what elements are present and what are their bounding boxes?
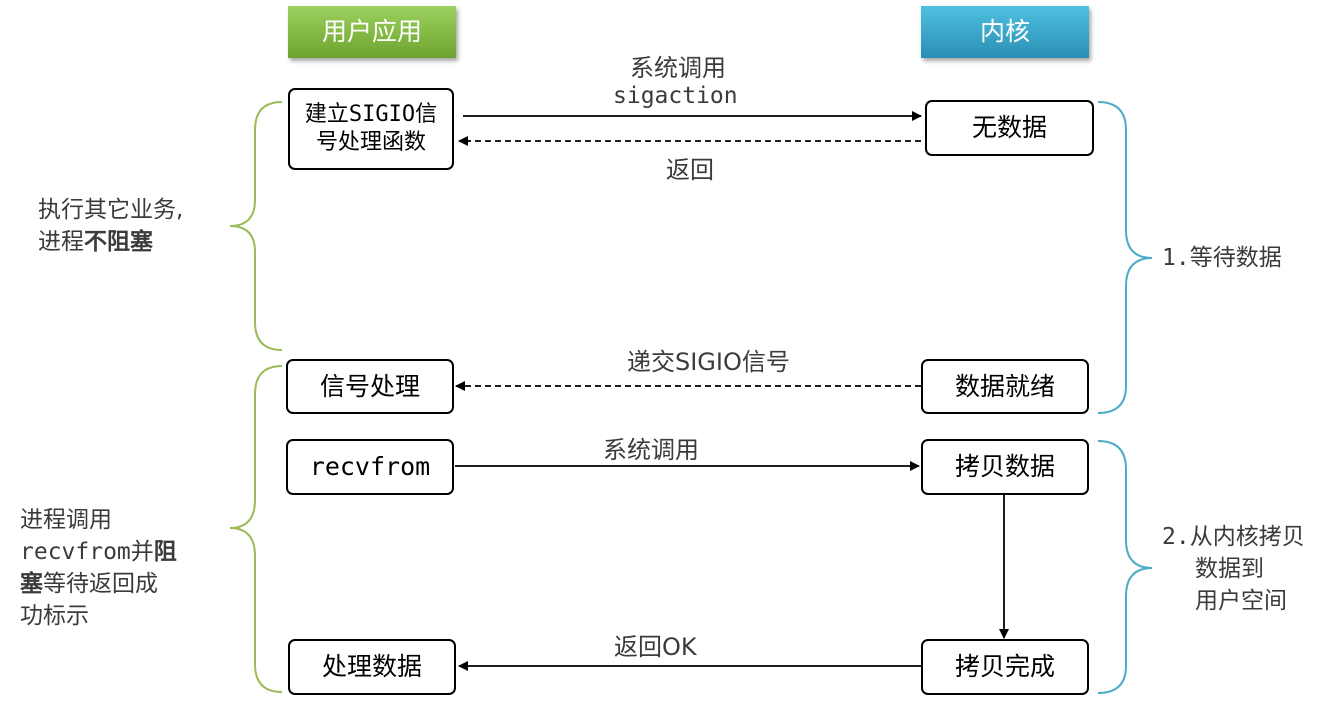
phase2-line3: 用户空间 [1195, 588, 1287, 614]
blocking-note: 进程调用 recvfrom并阻 塞等待返回成 功标示 [20, 504, 177, 632]
data-ready-box: 数据就绪 [921, 359, 1089, 414]
copy-data-box: 拷贝数据 [921, 439, 1089, 495]
nonblocking-note-line1: 执行其它业务, [38, 197, 184, 223]
blocking-wait: 等待返回成 [43, 571, 158, 597]
process-data-label: 处理数据 [321, 652, 422, 681]
nonblocking-note: 执行其它业务, 进程不阻塞 [38, 194, 183, 258]
syscall-label-1: 系统调用 [630, 54, 726, 82]
recvfrom-label: recvfrom [309, 452, 431, 481]
nonblocking-bold: 不阻塞 [84, 229, 153, 255]
blocking-note-line2: recvfrom并阻 [20, 536, 177, 568]
process-data-box: 处理数据 [288, 639, 456, 695]
signal-handling-box: 信号处理 [286, 359, 454, 414]
phase1-note: 1.等待数据 [1162, 242, 1282, 274]
nonblocking-plain: 进程 [38, 229, 84, 255]
phase2-note: 2.从内核拷贝 数据到 用户空间 [1162, 521, 1305, 617]
blocking-note-line1: 进程调用 [20, 507, 112, 533]
nonblocking-note-line2: 进程不阻塞 [38, 226, 183, 258]
sigaction-label: sigaction [613, 83, 738, 109]
setup-sigio-handler-box: 建立SIGIO信号处理函数 [288, 88, 454, 170]
phase2-line2: 数据到 [1195, 556, 1264, 582]
nonblocking-brace [229, 101, 283, 351]
phase2-text-1: 从内核拷贝 [1189, 524, 1305, 550]
phase2-brace [1097, 440, 1153, 694]
user-app-header: 用户应用 [288, 6, 456, 58]
no-data-box: 无数据 [925, 100, 1094, 156]
recvfrom-box: recvfrom [286, 439, 454, 495]
blocking-note-line4: 功标示 [20, 603, 89, 629]
no-data-label: 无数据 [971, 113, 1047, 142]
return-label: 返回 [666, 156, 714, 184]
setup-sigio-handler-label: 建立SIGIO信号处理函数 [304, 102, 438, 155]
copy-done-box: 拷贝完成 [921, 639, 1089, 695]
return-ok-label: 返回OK [614, 633, 697, 661]
data-ready-label: 数据就绪 [954, 371, 1055, 401]
phase2-line1: 2.从内核拷贝 [1162, 521, 1305, 553]
copy-done-label: 拷贝完成 [954, 652, 1055, 681]
blocking-recvfrom: recvfrom [20, 539, 131, 565]
blocking-bold-2: 塞 [20, 571, 43, 597]
syscall-label-2: 系统调用 [603, 436, 699, 464]
phase2-num: 2. [1162, 524, 1190, 550]
kernel-header: 内核 [921, 6, 1089, 58]
blocking-bold-1: 阻 [153, 539, 177, 565]
phase1-text: 等待数据 [1189, 245, 1282, 271]
phase1-brace [1097, 101, 1153, 414]
signal-handling-label: 信号处理 [319, 371, 420, 401]
blocking-and: 并 [130, 539, 154, 565]
deliver-sigio-label: 递交SIGIO信号 [627, 348, 790, 376]
copy-data-label: 拷贝数据 [954, 452, 1055, 481]
blocking-brace [229, 365, 283, 693]
phase1-num: 1. [1162, 245, 1190, 271]
blocking-note-line3: 塞等待返回成 [20, 568, 177, 600]
